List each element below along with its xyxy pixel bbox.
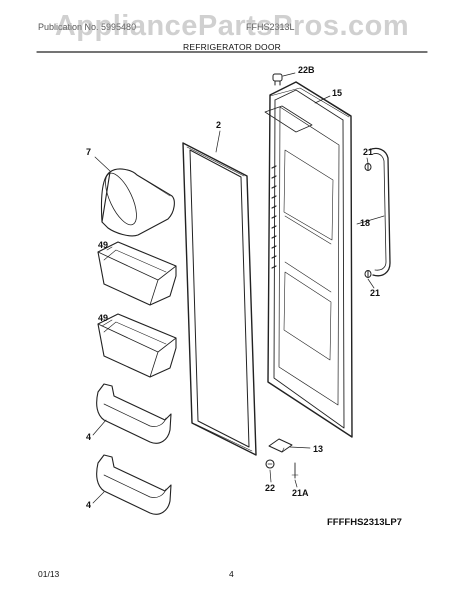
door-stop [268,438,293,453]
door-plug [272,73,283,86]
footer-date: 01/13 [38,569,60,579]
handle-screw-bottom [364,270,372,278]
hinge-pin [291,462,299,479]
callout-21-top: 21 [363,147,374,157]
model-number: FFHS2313L [246,22,295,32]
door-rack-lower [96,454,172,515]
callout-13: 13 [313,444,324,454]
page-number: 4 [229,569,234,579]
callout-15: 15 [332,88,343,98]
callout-49-top: 49 [98,240,109,250]
callout-49-bottom: 49 [98,313,109,323]
callout-4-bottom: 4 [86,500,92,510]
dairy-door-part [100,168,175,237]
handle-screw-top [364,163,372,171]
diagram-code: FFFFHS2313LP7 [327,517,402,528]
door-bearing [265,459,275,469]
door-rack-upper [96,383,172,444]
leader-lines [92,72,385,504]
callout-7: 7 [86,147,92,157]
publication-number: Publication No. 5995480 [38,22,137,32]
door-bin-lower [97,313,177,378]
section-title: REFRIGERATOR DOOR [182,42,281,52]
callout-18: 18 [360,218,371,228]
door-gasket [182,142,257,456]
refrigerator-door [264,81,353,438]
callout-4-top: 4 [86,432,92,442]
callout-22b: 22B [298,65,315,75]
door-handle [368,147,391,277]
door-bin-upper [97,241,177,306]
callout-21a: 21A [292,488,309,498]
callout-22: 22 [265,483,276,493]
watermark-logo: AppliancePartsPros.com [54,10,410,42]
callout-21-bottom: 21 [370,288,381,298]
callout-2: 2 [216,120,222,130]
